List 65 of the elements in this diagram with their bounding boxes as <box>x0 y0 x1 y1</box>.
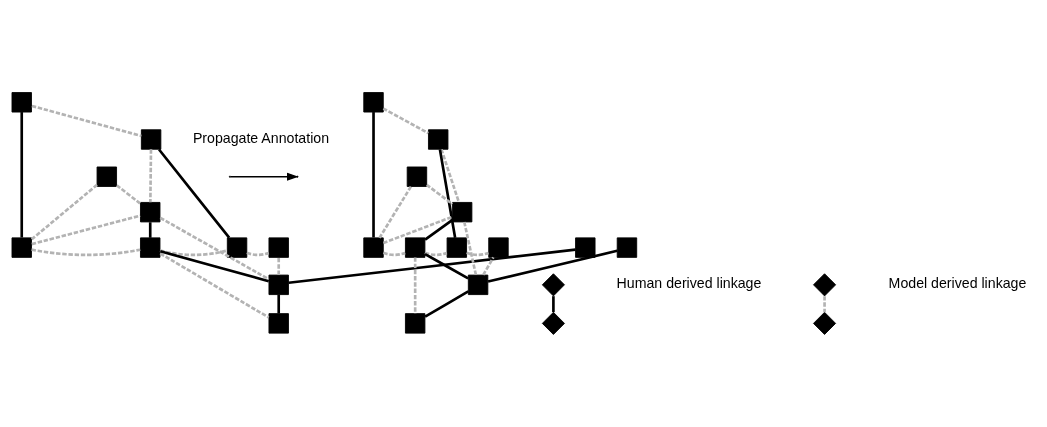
connector <box>425 183 454 206</box>
connector <box>149 149 153 203</box>
node-diamond <box>813 311 837 335</box>
connector <box>159 250 270 283</box>
connector <box>159 216 270 281</box>
node-diamond <box>541 273 565 297</box>
node-box <box>404 237 426 258</box>
connector <box>277 257 281 275</box>
node-box <box>226 237 248 258</box>
connector <box>148 222 152 238</box>
connector <box>413 257 417 314</box>
node-diamond <box>813 273 837 297</box>
node-box <box>268 274 289 296</box>
connector <box>466 251 489 257</box>
node-box <box>268 313 289 334</box>
connector <box>424 251 448 257</box>
connector <box>277 294 281 314</box>
connector <box>159 252 270 319</box>
connector <box>382 215 453 245</box>
node-box <box>11 92 32 113</box>
connector <box>424 219 453 241</box>
label: Propagate Annotation <box>192 129 330 146</box>
node-diamond <box>541 311 565 335</box>
node-box <box>140 129 162 150</box>
connector <box>823 296 826 313</box>
node-box <box>488 237 509 258</box>
connector <box>158 148 231 239</box>
connector <box>246 251 270 257</box>
node-box <box>363 92 384 113</box>
connector <box>382 251 406 257</box>
node-box <box>575 237 596 258</box>
legend-label: Human derived linkage <box>616 275 762 292</box>
connector <box>31 214 141 246</box>
connector <box>440 148 461 203</box>
node-box <box>446 237 467 258</box>
connector <box>288 248 576 285</box>
connector <box>159 249 228 257</box>
connector <box>30 183 98 241</box>
node-box <box>11 237 32 258</box>
connector <box>378 185 413 239</box>
node-box <box>96 166 117 187</box>
node-box <box>406 166 428 187</box>
connector <box>424 290 469 318</box>
node-box <box>363 237 384 258</box>
node-box <box>268 237 289 258</box>
connector <box>31 248 141 257</box>
node-box <box>467 274 489 296</box>
connector <box>463 221 478 276</box>
node-box <box>451 201 473 223</box>
connector <box>482 256 495 276</box>
connector <box>424 252 469 280</box>
node-box <box>140 201 161 223</box>
node-box <box>404 313 426 334</box>
connector <box>116 184 142 205</box>
connector <box>31 104 142 138</box>
node-box <box>428 129 449 150</box>
connector <box>382 107 429 135</box>
connector <box>438 149 457 238</box>
connector <box>552 296 555 313</box>
node-box <box>616 237 638 258</box>
legend-label: Model derived linkage <box>888 275 1027 292</box>
connector <box>487 249 618 283</box>
connector <box>372 112 375 238</box>
node-box <box>140 237 161 258</box>
connector <box>20 112 24 238</box>
